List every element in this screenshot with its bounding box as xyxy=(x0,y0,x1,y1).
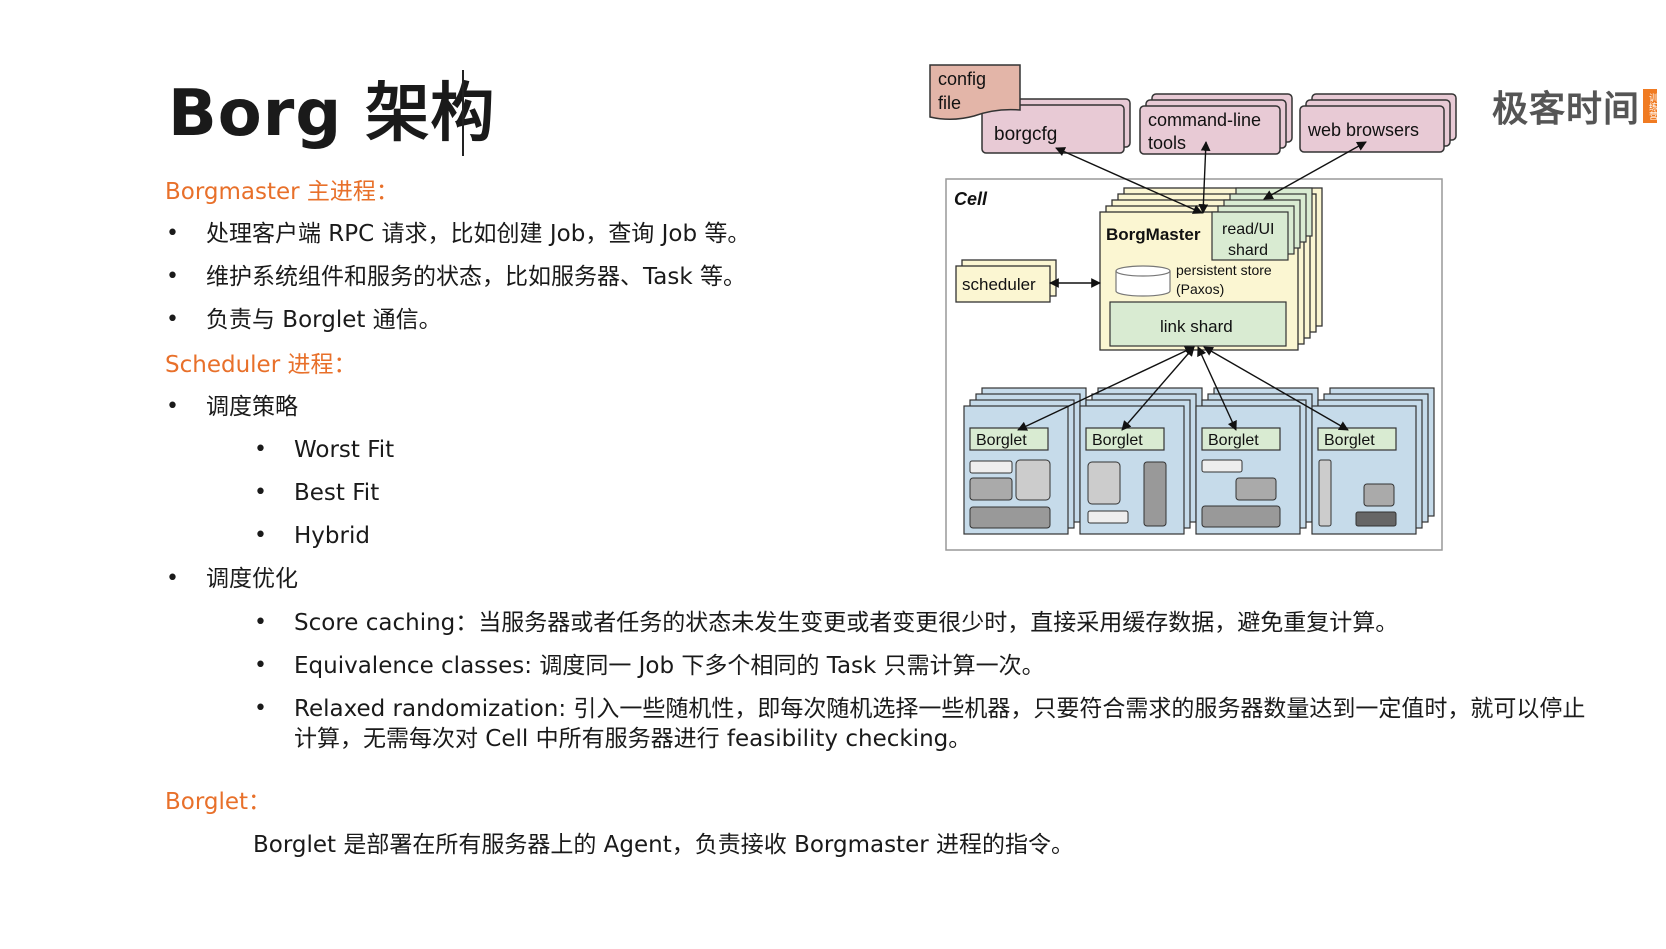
arrow xyxy=(1055,147,1203,214)
heading-borgmaster: Borgmaster 主进程： xyxy=(165,179,399,205)
arrow xyxy=(1203,346,1349,431)
cli-label-1: command-line xyxy=(1148,110,1261,130)
persistent-store-label-1: persistent store xyxy=(1176,262,1272,278)
borglet-label: Borglet xyxy=(976,432,1027,449)
list-item: • Worst Fit xyxy=(254,435,395,465)
web-browsers-box: web browsers xyxy=(1299,93,1457,153)
web-browsers-label: web browsers xyxy=(1307,120,1419,140)
list-item-text: Score caching：当服务器或者任务的状态未发生变更或者变更很少时，直接… xyxy=(294,610,1399,636)
heading-scheduler: Scheduler 进程： xyxy=(165,352,357,378)
config-file-label-1: config xyxy=(938,69,986,89)
bullet-icon: • xyxy=(254,696,267,721)
logo: 极客时间 训练营 xyxy=(1492,86,1658,130)
link-shard-label: link shard xyxy=(1160,317,1233,336)
scheduler-label: scheduler xyxy=(962,275,1036,294)
list-item: • Score caching：当服务器或者任务的状态未发生变更或者变更很少时，直… xyxy=(254,608,1399,638)
list-item: • 调度优化 xyxy=(166,564,298,594)
bullet-icon: • xyxy=(166,566,179,591)
list-item: • 调度策略 xyxy=(166,392,298,422)
arrow xyxy=(1198,141,1211,214)
bullet-icon: • xyxy=(254,437,267,462)
list-item-text: Best Fit xyxy=(294,480,380,506)
list-item-text: Hybrid xyxy=(294,523,370,549)
readui-label-1: read/UI xyxy=(1222,221,1274,238)
list-item-text: 处理客户端 RPC 请求，比如创建 Job，查询 Job 等。 xyxy=(206,221,751,247)
readui-label-2: shard xyxy=(1228,242,1268,259)
bullet-icon: • xyxy=(166,221,179,246)
list-item: • 负责与 Borglet 通信。 xyxy=(166,305,442,335)
borglet-rack-4 xyxy=(1311,387,1435,535)
database-icon xyxy=(1115,265,1171,297)
bullet-icon: • xyxy=(166,264,179,289)
command-line-tools-box: command-line tools xyxy=(1139,93,1293,155)
persistent-store-label-2: (Paxos) xyxy=(1176,281,1224,297)
borgcfg-label: borgcfg xyxy=(994,124,1057,145)
list-item-text: 负责与 Borglet 通信。 xyxy=(206,307,442,333)
list-item-text: 调度策略 xyxy=(206,394,298,420)
list-item: • Best Fit xyxy=(254,478,380,508)
heading-borglet: Borglet： xyxy=(165,789,272,815)
borglet-description: Borglet 是部署在所有服务器上的 Agent，负责接收 Borgmaste… xyxy=(253,832,1074,858)
borglet-rack-2 xyxy=(1079,387,1203,535)
bullet-icon: • xyxy=(254,523,267,548)
cell-label: Cell xyxy=(954,189,988,209)
arrow xyxy=(1263,141,1367,200)
bullet-icon: • xyxy=(254,480,267,505)
bullet-icon: • xyxy=(166,307,179,332)
link-shard-box xyxy=(1109,301,1287,347)
borglet-label: Borglet xyxy=(1324,432,1375,449)
list-item: • Hybrid xyxy=(254,521,370,551)
list-item-text: 调度优化 xyxy=(206,566,298,592)
logo-badge: 训练营 xyxy=(1643,89,1658,123)
borglet-rack-3 xyxy=(1195,387,1319,535)
list-item-text: Equivalence classes: 调度同一 Job 下多个相同的 Tas… xyxy=(294,653,1045,679)
list-item: • 维护系统组件和服务的状态，比如服务器、Task 等。 xyxy=(166,262,746,292)
borg-architecture-diagram: borgcfg config file command-line tools w… xyxy=(929,64,1457,551)
list-item-text: 维护系统组件和服务的状态，比如服务器、Task 等。 xyxy=(206,264,746,290)
borgmaster-label: BorgMaster xyxy=(1106,225,1201,244)
list-item: • Relaxed randomization: 引入一些随机性，即每次随机选择一… xyxy=(254,694,1594,754)
borgcfg-box: borgcfg xyxy=(981,98,1131,154)
borglet-label: Borglet xyxy=(1092,432,1143,449)
page-title: Borg 架构 xyxy=(168,77,496,151)
list-item: • Equivalence classes: 调度同一 Job 下多个相同的 Ta… xyxy=(254,651,1045,681)
list-item: • 处理客户端 RPC 请求，比如创建 Job，查询 Job 等。 xyxy=(166,219,751,249)
arrow xyxy=(1121,346,1195,431)
scheduler-box xyxy=(955,259,1057,303)
bullet-icon: • xyxy=(254,610,267,635)
list-item-text: Worst Fit xyxy=(294,437,395,463)
bullet-icon: • xyxy=(254,653,267,678)
bullet-icon: • xyxy=(166,394,179,419)
config-file-label-2: file xyxy=(938,93,961,113)
text-cursor xyxy=(462,70,464,156)
list-item-text: Relaxed randomization: 引入一些随机性，即每次随机选择一些… xyxy=(294,696,1586,752)
borglet-rack-1 xyxy=(963,387,1087,535)
cli-label-2: tools xyxy=(1148,133,1186,153)
logo-text: 极客时间 xyxy=(1492,89,1641,130)
borglet-label: Borglet xyxy=(1208,432,1259,449)
config-file-box: config file xyxy=(929,64,1021,120)
